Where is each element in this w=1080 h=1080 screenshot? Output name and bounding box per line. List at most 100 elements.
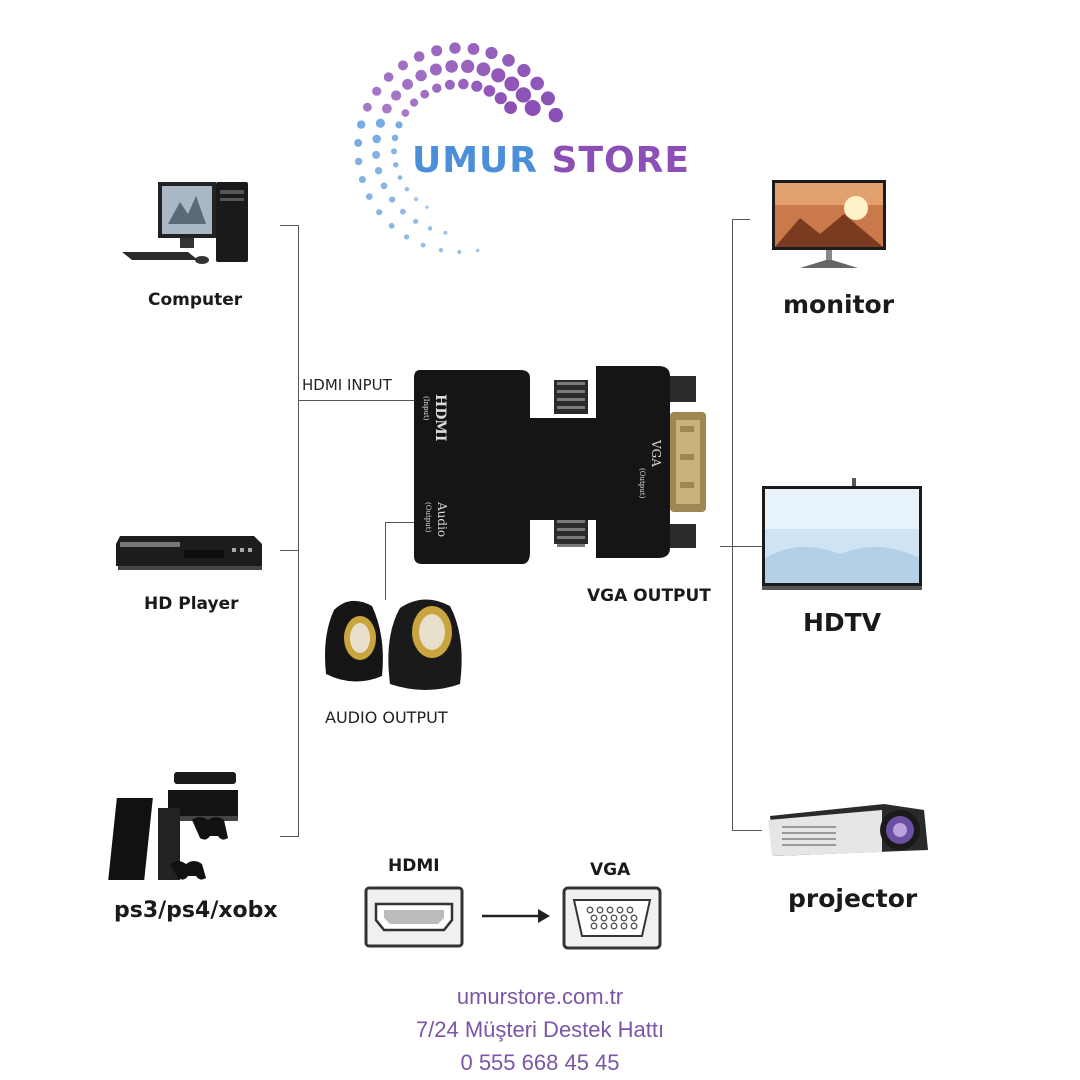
logo-dot	[372, 86, 382, 96]
left-bracket-bottom	[280, 836, 298, 837]
game-console-icon	[108, 772, 238, 880]
vga-pin	[600, 914, 608, 922]
input-label-hd-player: HD Player	[144, 594, 239, 614]
logo-dot	[404, 187, 410, 192]
logo-dot	[491, 68, 506, 83]
logo-dot	[415, 69, 427, 82]
logo-dot	[443, 230, 448, 235]
vga-pin	[590, 914, 598, 922]
logo-dot	[467, 43, 480, 55]
hdmi-input-label: HDMI INPUT	[302, 376, 392, 394]
logo-dot	[372, 134, 382, 144]
speakers-icon	[325, 599, 462, 690]
vga-port-icon	[562, 886, 662, 950]
vga-pin	[626, 906, 634, 914]
vga-pin	[586, 906, 594, 914]
logo-dot	[471, 80, 483, 92]
computer-icon	[122, 182, 248, 264]
audio-line-v	[385, 522, 386, 600]
adapter-image: HDMI (Input) Audio (Output) VGA (Output)	[414, 366, 706, 564]
logo-dot	[420, 242, 426, 248]
left-bracket-vertical	[298, 225, 299, 837]
hdmi-port-icon	[364, 886, 464, 948]
dvd-player-icon	[116, 536, 262, 570]
logo-dot	[494, 92, 507, 105]
right-bracket-vertical	[732, 219, 733, 830]
logo-dot	[388, 222, 395, 229]
vga-pin	[620, 914, 628, 922]
logo-dot	[475, 248, 480, 253]
input-label-console: ps3/ps4/xobx	[114, 898, 278, 923]
logo-dot	[504, 76, 520, 92]
input-label-computer: Computer	[148, 290, 243, 310]
logo-dot	[461, 59, 475, 73]
audio-line-h	[385, 522, 418, 523]
vga-pin	[630, 922, 638, 930]
logo-dot	[517, 63, 531, 78]
logo-dot	[502, 54, 515, 67]
vga-pin	[606, 906, 614, 914]
logo-dot	[403, 234, 410, 240]
logo-wordmark: UMUR STORE	[412, 140, 690, 181]
logo-dot	[391, 148, 397, 155]
logo-dot	[449, 42, 461, 54]
logo-dot	[413, 51, 425, 62]
vga-output-label: VGA OUTPUT	[587, 586, 711, 606]
logo-dot	[375, 118, 385, 128]
right-bracket-mid	[720, 546, 762, 547]
vga-pin	[596, 906, 604, 914]
logo-dot	[395, 121, 403, 129]
tv-icon	[762, 478, 922, 590]
logo-dot	[458, 78, 469, 90]
logo-dot	[380, 182, 388, 190]
logo-dot	[504, 101, 517, 114]
output-label-monitor: monitor	[783, 290, 895, 319]
logo-dot	[357, 120, 366, 129]
output-label-projector: projector	[788, 884, 918, 913]
conversion-from-label: HDMI	[388, 856, 440, 876]
left-bracket-mid	[280, 550, 298, 551]
logo-dot	[541, 91, 555, 106]
logo-dot	[402, 78, 413, 90]
logo-dot	[393, 162, 399, 168]
logo-wordmark-text: UMUR STORE	[412, 140, 690, 181]
logo-dot	[363, 102, 372, 112]
logo-dot	[432, 83, 442, 93]
logo-dot	[444, 79, 455, 90]
logo-dot	[530, 76, 544, 91]
logo-dot	[376, 209, 383, 216]
logo-dot	[483, 85, 496, 97]
logo-dot	[548, 107, 563, 123]
vga-pin	[590, 922, 598, 930]
left-bracket-top	[280, 225, 298, 226]
hdmi-input-line	[298, 400, 416, 401]
logo-dot	[524, 100, 541, 116]
logo-dot	[382, 103, 392, 114]
logo-dot	[515, 87, 532, 103]
logo-dot	[445, 60, 458, 73]
monitor-icon	[772, 180, 886, 268]
vga-pin	[620, 922, 628, 930]
port-label-vga: VGA	[649, 439, 663, 467]
logo-dot	[420, 89, 430, 99]
logo-dot	[425, 205, 429, 209]
right-bracket-top	[732, 219, 750, 220]
logo-dot	[438, 248, 444, 253]
logo-dot	[427, 226, 433, 231]
footer-website[interactable]: umurstore.com.tr	[456, 984, 624, 1009]
logo-dot	[383, 72, 394, 82]
logo-dot	[476, 62, 491, 77]
logo-dot	[358, 176, 366, 183]
logo-dot	[429, 63, 442, 76]
logo-dot	[410, 98, 419, 107]
logo-dot	[398, 60, 408, 71]
logo-wordmark-secondary: STORE	[551, 140, 690, 181]
right-bracket-bottom	[732, 830, 762, 831]
vga-pin	[610, 922, 618, 930]
logo-dot	[457, 250, 462, 254]
vga-pin	[630, 914, 638, 922]
logo-dot	[401, 109, 410, 117]
footer-phone[interactable]: 0 555 668 45 45	[460, 1050, 620, 1075]
logo-dot	[372, 150, 381, 159]
